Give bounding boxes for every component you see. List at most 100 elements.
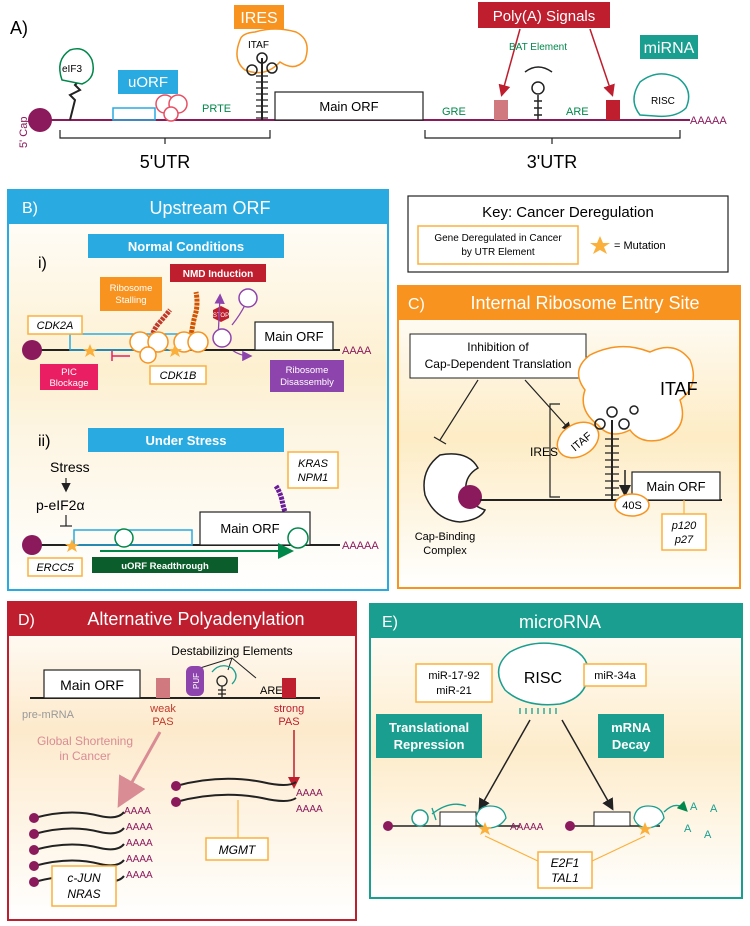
cjun-nras-box [51,865,117,907]
ires-bracket [549,403,560,498]
panel-d-title: Alternative Polyadenylation [87,609,304,629]
ires-structure-a: ITAF [236,28,308,120]
cdk1b-box [149,365,207,385]
mir-34a-box [583,663,647,687]
puf-protein [186,666,204,696]
translational-repression-badge [376,714,482,758]
mir-17-21-box [415,663,493,703]
pre-mrna-label: pre-mRNA [22,709,75,721]
cap-circle-b [22,340,42,360]
main-orf-box-b1 [254,321,334,351]
e2f1-connector-1 [484,835,541,863]
weak-pas-box-a [494,100,508,120]
cap-complex-line2: Complex [423,545,467,557]
inhibition-line1: Inhibition of [467,340,529,354]
stress-badge [88,428,284,452]
panel-d-label: D) [18,612,35,629]
are-label-d: ARE [260,685,283,697]
transl-line1: Translational [389,720,469,735]
cap-e2 [565,821,575,831]
main-orf-box-c [631,471,721,501]
orf-box-e2 [593,811,631,827]
kras-npm1-box [287,451,339,489]
bat-hairpin [524,66,553,120]
mrna-decay-line1: mRNA [611,720,651,735]
ires-badge-a [234,5,284,29]
aaaaa-b: AAAAA [342,540,379,552]
eif3-hairpin: eIF3 [59,48,94,121]
s40-label: 40S [622,500,642,512]
ires-badge-label: IRES [240,10,277,27]
normal-label: Normal Conditions [128,239,244,254]
global-shortening-line1: Global Shortening [37,734,133,748]
uorf-box-b2 [73,529,193,546]
prte-label: PRTE [202,103,231,115]
polya-tail-a: AAAAA [690,115,727,127]
long-tail-1: AAAA [296,788,323,799]
panel-d: D) Alternative Polyadenylation Destabili… [7,601,357,921]
bat-label: BAT Element [509,42,567,53]
polya-badge [478,2,610,28]
brace-3utr [424,130,681,139]
ercc5-label: ERCC5 [36,562,74,574]
destab-label: Destabilizing Elements [171,644,292,658]
ribosome-e1 [411,809,429,827]
ires-stem-c [594,405,639,500]
strong-pas-line1: strong [274,703,305,715]
stop-label: STOP [213,313,229,319]
mir2-label: miR-21 [436,685,471,697]
cdk2a-label: CDK2A [37,320,74,332]
key-box: Key: Cancer Deregulation Gene Deregulate… [407,195,729,273]
repression-arrow [478,719,531,811]
main-orf-label-c: Main ORF [646,479,705,494]
aaaaa-e: AAAAA [510,822,544,833]
panel-c-label: C) [408,296,425,313]
decay-curve [663,800,688,813]
disassembly-badge [270,360,344,392]
mir1-label: miR-17-92 [428,670,479,682]
panel-c: C) Internal Ribosome Entry Site Inhibiti… [397,285,741,589]
brace-5utr [59,130,271,139]
aaaa-b: AAAA [342,345,372,357]
mgmt-box [205,837,269,861]
nras-label: NRAS [67,887,100,901]
p120-label: p120 [671,520,697,532]
risc-label-a: RISC [651,96,675,107]
long-tail-2: AAAA [296,804,323,815]
cap-complex-line1: Cap-Binding [415,531,476,543]
ribosome-b1 [212,328,232,348]
ribosome-stall-b [129,331,209,364]
tal1-label: TAL1 [551,871,579,885]
main-orf-box-a [274,91,424,121]
nmd-label: NMD Induction [183,269,254,280]
key-gene-box [417,225,579,265]
polya-arrow-strong [589,28,615,97]
destab-line-1 [199,657,233,669]
gre-label: GRE [442,106,466,118]
decay-a2: A [710,803,718,815]
mutation-star-b1 [83,344,97,357]
utr5-label: 5'UTR [140,152,190,172]
ribosome-b4 [287,527,309,549]
global-shortening-line2: in Cancer [59,749,110,763]
decay-arrow [561,719,614,811]
risc-small-e2 [633,805,665,829]
decay-a4: A [704,829,712,841]
panel-e-header [370,604,742,638]
puf-label: PUF [192,673,201,689]
mutation-star-e2 [638,822,652,835]
e2f1-label: E2F1 [551,856,580,870]
risc-e [497,642,589,706]
key-gene-line2: by UTR Element [461,247,535,258]
mirna-badge-label: miRNA [644,40,695,57]
readthrough-label: uORF Readthrough [121,561,209,572]
risc-a: RISC [633,73,690,118]
ribosome-b2 [238,288,258,308]
panel-b-header [8,190,388,224]
weak-pas-box-d [156,678,170,698]
main-orf-label-b1: Main ORF [264,329,323,344]
decay-a1: A [690,801,698,813]
mrna-decay-badge [598,714,664,758]
